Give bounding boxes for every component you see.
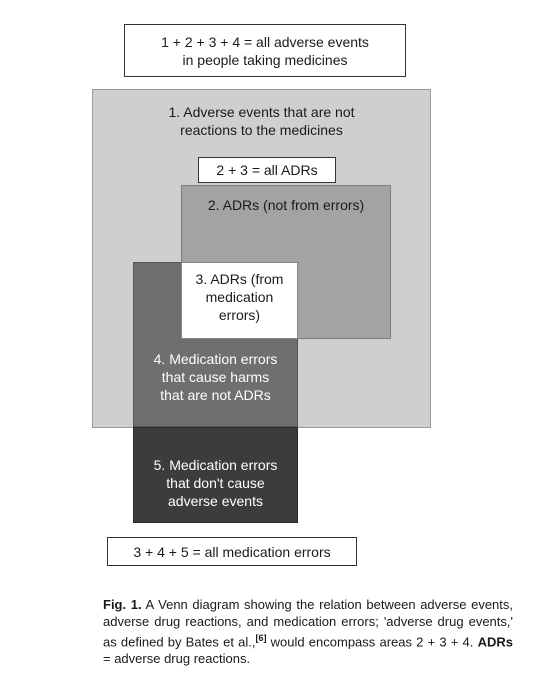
region-5-label: 5. Medication errors that don't cause ad… [153, 457, 278, 509]
all-medication-errors-label: 3 + 4 + 5 = all medication errors [133, 544, 331, 560]
all-medication-errors-box: 3 + 4 + 5 = all medication errors [107, 537, 357, 566]
caption-abbreviation: ADRs [477, 634, 513, 650]
region-1-label: 1. Adverse events that are not reactions… [168, 104, 355, 138]
region-2-label: 2. ADRs (not from errors) [207, 197, 365, 213]
caption-text-1: A Venn diagram showing the relation betw… [103, 597, 514, 650]
figure-caption: Fig. 1. A Venn diagram showing the relat… [103, 596, 513, 667]
region-3-adrs-from-errors [181, 262, 298, 339]
total-adverse-events-label: 1 + 2 + 3 + 4 = all adverse events in pe… [161, 34, 369, 68]
caption-text-3: = adverse drug reactions. [103, 651, 251, 667]
caption-text-2: would encompass areas 2 + 3 + 4. [266, 634, 478, 650]
all-adrs-box: 2 + 3 = all ADRs [198, 157, 336, 183]
region-4-label: 4. Medication errors that cause harms th… [153, 351, 278, 403]
all-adrs-label: 2 + 3 = all ADRs [216, 162, 318, 178]
figure-number: Fig. 1. [103, 597, 142, 612]
total-adverse-events-box: 1 + 2 + 3 + 4 = all adverse events in pe… [124, 24, 406, 77]
caption-reference: [6] [255, 633, 267, 643]
region-5-errors-no-adverse-events [133, 427, 298, 523]
region-3-label: 3. ADRs (from medication errors) [195, 271, 284, 323]
